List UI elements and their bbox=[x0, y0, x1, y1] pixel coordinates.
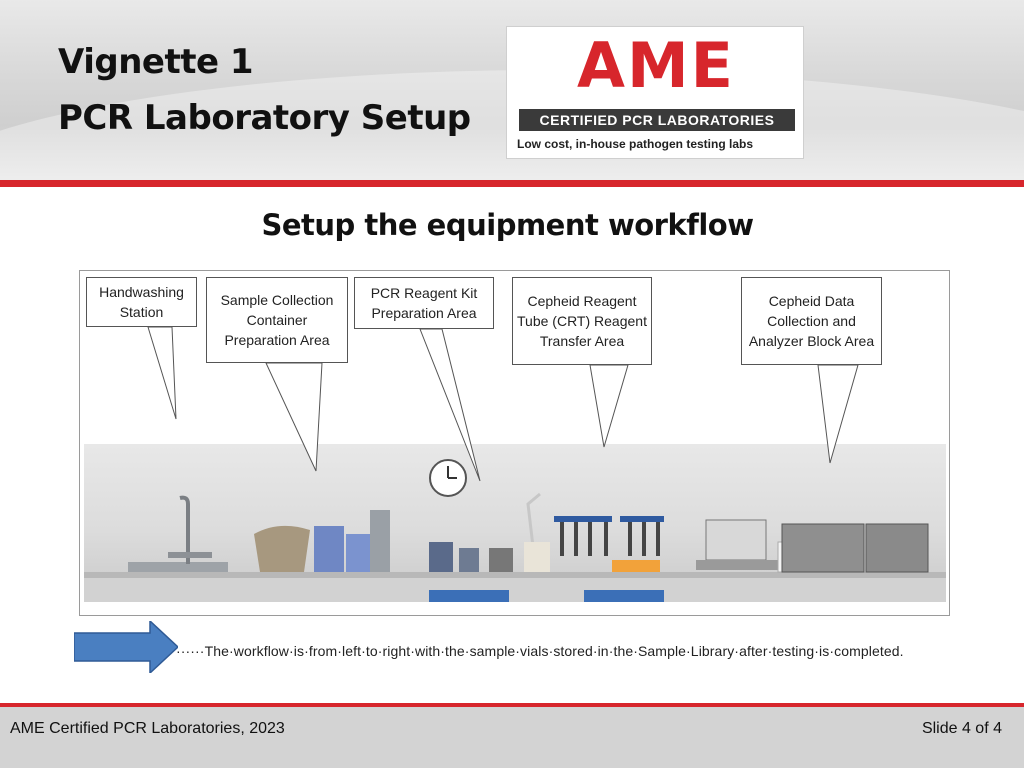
title-line-2: PCR Laboratory Setup bbox=[58, 98, 471, 138]
callout-pcr-reagent-kit: PCR Reagent Kit Preparation Area bbox=[354, 277, 494, 329]
slide-subtitle: Setup the equipment workflow bbox=[261, 208, 754, 242]
callout-pointers bbox=[147, 326, 859, 482]
callout-handwashing-station: Handwashing Station bbox=[86, 277, 197, 327]
header-accent-bar bbox=[0, 180, 1024, 187]
logo-tagline: Low cost, in-house pathogen testing labs bbox=[517, 137, 754, 151]
footer-organization: AME Certified PCR Laboratories, 2023 bbox=[10, 720, 285, 737]
lab-bench-photo bbox=[84, 444, 946, 602]
logo-wordmark: AME bbox=[576, 29, 736, 102]
callout-cepheid-data-collection: Cepheid Data Collection and Analyzer Blo… bbox=[741, 277, 882, 365]
callout-sample-collection: Sample Collection Container Preparation … bbox=[206, 277, 348, 363]
footer-accent-bar bbox=[0, 703, 1024, 707]
workflow-arrow-icon bbox=[73, 619, 180, 678]
lab-setup-figure: Handwashing Station Sample Collection Co… bbox=[79, 270, 950, 616]
lab-bench-illustration bbox=[84, 459, 946, 602]
logo-band: CERTIFIED PCR LABORATORIES bbox=[519, 109, 795, 131]
slide-number: Slide 4 of 4 bbox=[921, 720, 1002, 737]
workflow-note: ······The·workflow·is·from·left·to·right… bbox=[176, 643, 904, 659]
slide-footer bbox=[0, 703, 1024, 768]
title-line-1: Vignette 1 bbox=[58, 42, 254, 82]
ame-logo: AME CERTIFIED PCR LABORATORIES Low cost,… bbox=[506, 26, 804, 159]
callout-cepheid-reagent-tube: Cepheid Reagent Tube (CRT) Reagent Trans… bbox=[512, 277, 652, 365]
